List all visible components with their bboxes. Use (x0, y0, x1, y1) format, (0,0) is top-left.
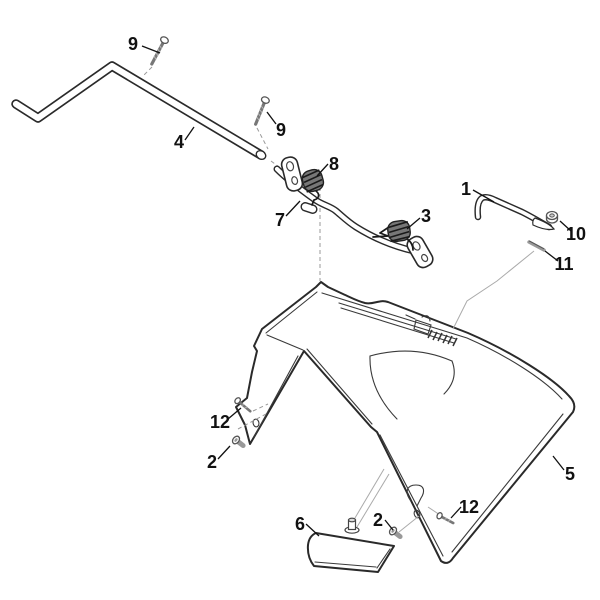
callout-4: 4 (174, 132, 184, 152)
callout-leaders (141, 45, 572, 537)
flap-stud-bolt (344, 517, 360, 534)
callout-9-top: 9 (128, 34, 138, 54)
screw-12-bottom (436, 512, 455, 525)
screw-9-right (254, 96, 270, 126)
callout-10: 10 (566, 224, 586, 244)
spring-3 (372, 219, 414, 251)
pin-11 (527, 240, 546, 252)
callout-3: 3 (421, 206, 431, 226)
callout-1: 1 (461, 179, 471, 199)
bracket-tab-right (406, 235, 434, 269)
callout-6: 6 (295, 514, 305, 534)
callout-2-left: 2 (207, 452, 217, 472)
callout-labels: 9 4 9 8 7 3 1 10 11 5 12 2 6 2 12 (128, 34, 586, 534)
bracket-clip (300, 202, 318, 214)
lever-flat-tip (532, 217, 556, 231)
nut-10 (545, 210, 559, 224)
callout-7: 7 (275, 210, 285, 230)
housing-deflector (235, 281, 576, 564)
callout-12-left: 12 (210, 412, 230, 432)
grip-hatch (427, 329, 458, 347)
housing-detail-lines (252, 291, 564, 557)
flap-plate (306, 517, 395, 573)
callout-5: 5 (565, 464, 575, 484)
callout-11: 11 (554, 254, 573, 274)
lever-rod (474, 193, 556, 231)
callout-9-right: 9 (276, 120, 286, 140)
pivot-bracket (273, 156, 434, 269)
screw-9-left (150, 36, 169, 66)
housing-silhouette (235, 281, 576, 564)
rod-handle-bar (11, 61, 267, 160)
plug-2-bottom (388, 526, 403, 540)
callout-8: 8 (329, 154, 339, 174)
callout-2-bottom: 2 (373, 510, 383, 530)
screw-12-left (234, 397, 252, 413)
callout-12-bottom: 12 (459, 497, 479, 517)
rod-end-face (255, 150, 267, 160)
bracket-tab-left (280, 156, 304, 192)
plug-2-left (231, 435, 246, 449)
